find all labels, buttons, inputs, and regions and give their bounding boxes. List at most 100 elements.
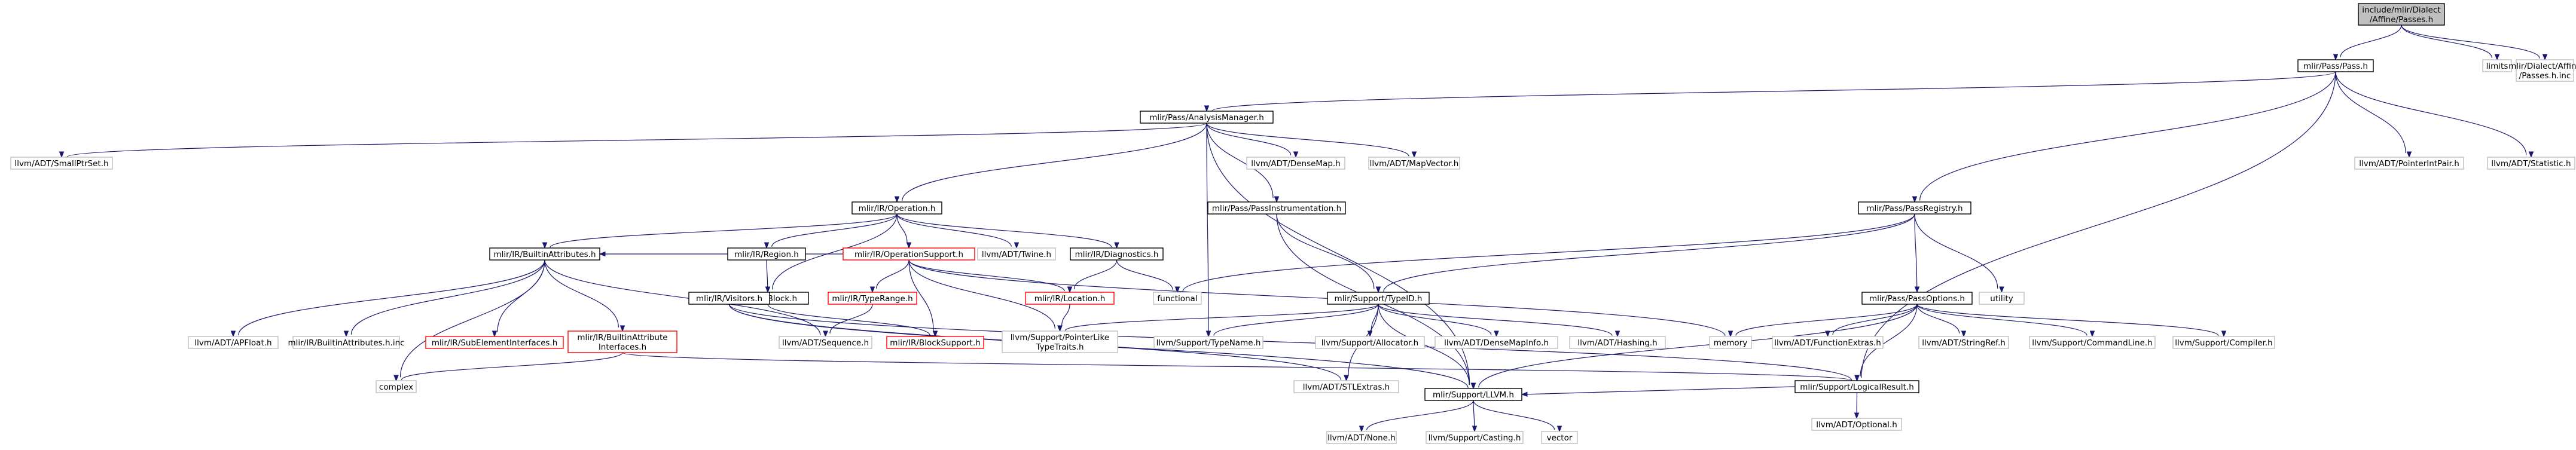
node-n15[interactable]: mlir/Pass/PassInstrumentation.h xyxy=(1207,201,1346,215)
node-n3: mlir/Dialect/Affine/Passes.h.inc xyxy=(2508,59,2576,82)
node-n4[interactable]: mlir/Pass/AnalysisManager.h xyxy=(1140,111,1274,124)
node-box xyxy=(489,247,600,261)
node-n49: vector xyxy=(1541,431,1578,444)
edge-arrowhead xyxy=(2528,151,2534,158)
node-label: llvm/Support/Compiler.h xyxy=(2175,338,2272,348)
node-label: llvm/Support/Allocator.h xyxy=(1321,338,1419,348)
edge-n8-n14 xyxy=(896,213,1119,249)
node-n14[interactable]: mlir/IR/Diagnostics.h xyxy=(1070,247,1164,261)
node-label: llvm/Support/TypeName.h xyxy=(1156,338,1261,348)
node-box xyxy=(1326,431,1397,444)
node-n21: functional xyxy=(1153,292,1202,305)
node-n1[interactable]: mlir/Pass/Pass.h xyxy=(2297,59,2374,72)
edge-arrowhead xyxy=(1914,286,1920,293)
edge-line xyxy=(2401,25,2540,59)
edge-arrowhead xyxy=(823,330,828,338)
edge-n17-n42 xyxy=(393,259,545,382)
node-n0[interactable]: include/mlir/Dialect/Affine/Passes.h xyxy=(2358,3,2445,26)
edge-arrowhead xyxy=(230,330,236,338)
edge-arrowhead xyxy=(1470,382,1476,390)
node-box xyxy=(1025,292,1115,305)
node-n29: llvm/ADT/Sequence.h xyxy=(779,336,872,349)
node-box xyxy=(1140,111,1274,124)
node-box xyxy=(1709,336,1752,349)
node-n44[interactable]: mlir/Support/LogicalResult.h xyxy=(1794,380,1919,393)
node-n11[interactable]: mlir/IR/Region.h xyxy=(727,247,806,261)
node-label: mlir/IR/SubElementInterfaces.h xyxy=(432,338,558,348)
node-label: llvm/Support/CommandLine.h xyxy=(2032,338,2152,348)
node-label: Interfaces.h xyxy=(599,342,646,352)
edge-n24-n39 xyxy=(1916,304,2095,338)
node-n46[interactable]: mlir/Support/LLVM.h xyxy=(1424,388,1522,401)
node-n30[interactable]: mlir/IR/BlockSupport.h xyxy=(886,336,984,349)
node-n12[interactable]: mlir/IR/OperationSupport.h xyxy=(843,247,975,261)
edge-line xyxy=(908,259,1726,336)
node-label: mlir/Support/LLVM.h xyxy=(1433,390,1514,400)
edge-arrowhead xyxy=(542,242,548,249)
node-n19[interactable]: mlir/IR/TypeRange.h xyxy=(828,292,917,305)
edge-arrowhead xyxy=(1293,151,1299,158)
node-n2: limits xyxy=(2482,59,2512,72)
edge-n14-n20 xyxy=(1067,259,1118,293)
edge-arrowhead xyxy=(1274,196,1280,203)
edge-line xyxy=(622,352,1852,381)
node-n22[interactable]: mlir/Support/TypeID.h xyxy=(1327,292,1430,305)
edge-line xyxy=(772,213,898,290)
edge-line xyxy=(1832,304,1918,335)
node-label: llvm/ADT/None.h xyxy=(1327,433,1396,443)
node-n16[interactable]: mlir/Pass/PassRegistry.h xyxy=(1858,201,1971,215)
edge-arrowhead xyxy=(1174,286,1180,293)
edge-arrowhead xyxy=(1854,412,1860,420)
node-n24[interactable]: mlir/Pass/PassOptions.h xyxy=(1861,292,1973,305)
node-label: llvm/ADT/FunctionExtras.h xyxy=(1774,338,1881,348)
edge-line xyxy=(1206,123,1292,155)
edge-line xyxy=(728,304,1852,381)
edge-line xyxy=(1276,213,1375,289)
node-label: mlir/IR/BuiltinAttribute xyxy=(577,333,667,342)
edge-n22-n35 xyxy=(1378,304,1620,338)
node-n8[interactable]: mlir/IR/Operation.h xyxy=(851,201,942,215)
node-box xyxy=(1207,201,1346,215)
node-label: mlir/Support/LogicalResult.h xyxy=(1800,382,1914,392)
node-n27[interactable]: mlir/IR/SubElementInterfaces.h xyxy=(425,336,564,349)
edge-n4-n7 xyxy=(59,123,1207,158)
node-label: llvm/ADT/Twine.h xyxy=(982,250,1051,259)
node-label: llvm/ADT/Sequence.h xyxy=(782,338,869,348)
edge-n0-n3 xyxy=(2401,25,2548,61)
node-n7: llvm/ADT/SmallPtrSet.h xyxy=(10,157,113,170)
node-label: TypeTraits.h xyxy=(1035,342,1083,352)
edge-arrowhead xyxy=(1854,375,1860,382)
edge-arrowhead xyxy=(1912,196,1918,203)
header-nodes: include/mlir/Dialect/Affine/Passes.h mlir… xyxy=(10,3,2576,444)
node-label: /Affine/Passes.h xyxy=(2370,15,2433,25)
edge-line xyxy=(544,259,821,335)
node-box xyxy=(851,201,942,215)
edge-line xyxy=(399,259,545,378)
edge-n0-n2 xyxy=(2401,25,2500,61)
node-box xyxy=(977,247,1056,261)
edge-line xyxy=(908,259,1055,329)
node-box xyxy=(1772,336,1884,349)
node-n17[interactable]: mlir/IR/BuiltinAttributes.h xyxy=(489,247,600,261)
edge-line xyxy=(1061,304,1070,326)
node-box xyxy=(1368,157,1460,170)
edge-line xyxy=(544,259,619,327)
node-box xyxy=(727,247,806,261)
edge-n17-n26 xyxy=(343,259,545,338)
edge-n1-n5 xyxy=(2335,71,2412,158)
edge-line xyxy=(829,304,873,333)
edge-line xyxy=(1735,304,1918,336)
node-n41[interactable]: mlir/IR/Visitors.h xyxy=(688,292,770,305)
node-label: llvm/ADT/DenseMap.h xyxy=(1251,159,1341,169)
node-n10: llvm/ADT/MapVector.h xyxy=(1368,157,1460,170)
edge-line xyxy=(2340,25,2402,57)
edge-line xyxy=(1916,304,2219,336)
node-n20[interactable]: mlir/IR/Location.h xyxy=(1025,292,1115,305)
edge-arrowhead xyxy=(869,286,875,293)
node-box xyxy=(828,292,917,305)
edge-line xyxy=(1378,304,1613,336)
node-box xyxy=(779,336,872,349)
edge-n4-n10 xyxy=(1206,123,1417,158)
node-n9: llvm/ADT/DenseMap.h xyxy=(1246,157,1345,170)
